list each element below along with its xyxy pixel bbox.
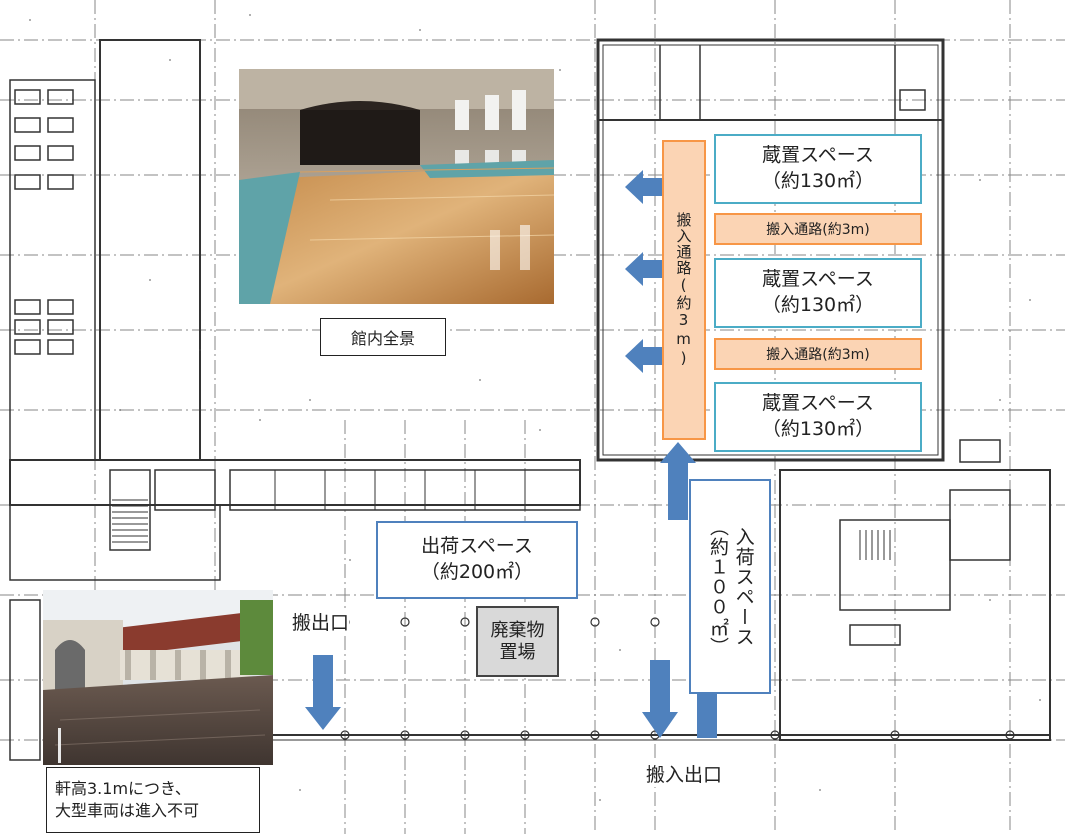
- storage-space-title: 蔵置スペース: [762, 268, 874, 291]
- carry-in-path-label: 搬入通路(約3m): [766, 222, 870, 238]
- arrow-down-lower: [642, 660, 678, 738]
- waste-area-line2: 置場: [499, 641, 536, 663]
- plan-walls: [9, 38, 1051, 761]
- receiving-space: 入荷スペース （約１００㎡）: [689, 479, 771, 694]
- arrow-down-exit: [305, 655, 341, 730]
- storage-space-title: 蔵置スペース: [762, 392, 874, 415]
- storage-space-area: （約130㎡）: [761, 294, 875, 316]
- carry-in-path-2: 搬入通路(約3m): [714, 338, 922, 370]
- receiving-space-title: 入荷スペース: [732, 526, 755, 647]
- carry-in-path-vertical-label: 搬入通路(約3m): [674, 212, 693, 368]
- arrow-left-3: [625, 339, 662, 373]
- receiving-space-area: （約１００㎡）: [707, 516, 729, 657]
- exit-label: 搬出口: [292, 608, 350, 635]
- waste-area: 廃棄物 置場: [476, 606, 559, 677]
- shipping-space: 出荷スペース （約200㎡）: [376, 521, 578, 599]
- plan-rooms: [14, 89, 1001, 646]
- exterior-photo: [43, 590, 273, 765]
- carry-in-path-vertical: 搬入通路(約3m): [662, 140, 706, 440]
- arrow-left-2: [625, 252, 662, 286]
- clearance-note-line1: 軒高3.1mにつき、: [55, 779, 191, 799]
- storage-space-title: 蔵置スペース: [762, 144, 874, 167]
- clearance-note: 軒高3.1mにつき、 大型車両は進入不可: [46, 767, 260, 833]
- storage-space-area: （約130㎡）: [761, 170, 875, 192]
- storage-space-area: （約130㎡）: [761, 418, 875, 440]
- interior-photo: [239, 69, 555, 304]
- plan-stairs: [112, 499, 891, 560]
- carry-in-path-label: 搬入通路(約3m): [766, 347, 870, 363]
- storage-space-1: 蔵置スペース （約130㎡）: [714, 134, 922, 204]
- entrance-exit-label: 搬入出口: [646, 760, 723, 787]
- plan-columns: [340, 617, 1015, 740]
- interior-photo-caption: 館内全景: [320, 318, 446, 356]
- shipping-space-area: （約200㎡）: [420, 561, 534, 583]
- storage-space-2: 蔵置スペース （約130㎡）: [714, 258, 922, 328]
- caption-text: 館内全景: [350, 329, 415, 348]
- arrow-left-1: [625, 170, 662, 204]
- waste-area-line1: 廃棄物: [490, 619, 545, 641]
- shipping-space-title: 出荷スペース: [421, 535, 533, 558]
- arrow-up-main: [660, 442, 696, 520]
- clearance-note-line2: 大型車両は進入不可: [55, 801, 200, 820]
- carry-in-path-1: 搬入通路(約3m): [714, 213, 922, 245]
- storage-space-3: 蔵置スペース （約130㎡）: [714, 382, 922, 452]
